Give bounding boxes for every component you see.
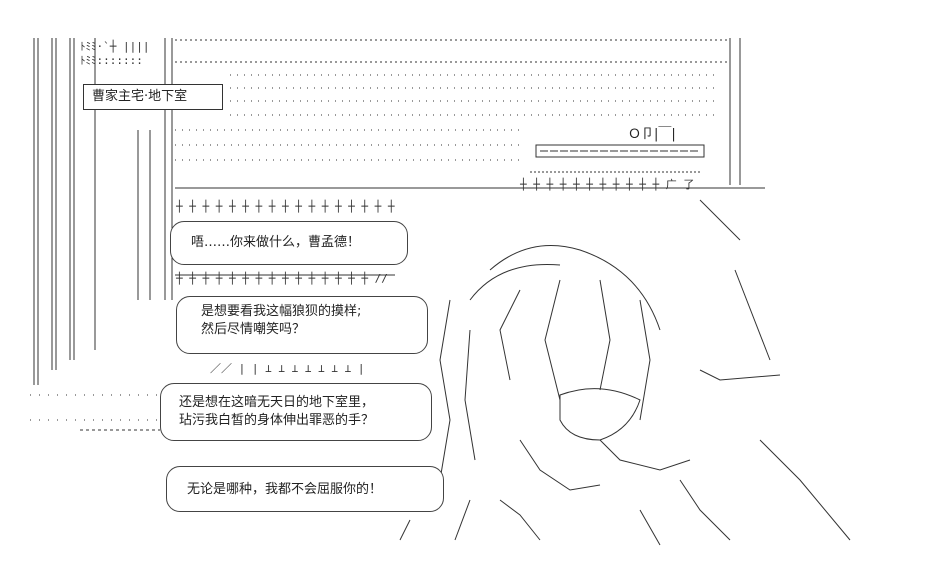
svg-text:／／ | | ⊥ ⊥ ⊥ ⊥ ⊥ ⊥ ⊥ |: ／／ | | ⊥ ⊥ ⊥ ⊥ ⊥ ⊥ ⊥ | — [210, 362, 364, 375]
svg-text:ﾄﾐﾐ:::::::: ﾄﾐﾐ::::::: — [80, 54, 143, 67]
bubble-3-line-2: 玷污我白皙的身体伸出罪恶的手？ — [179, 413, 375, 428]
bubble-4-line-1: 无论是哪种，我都不会屈服你的！ — [187, 482, 383, 497]
speech-bubble-1: 唔……你来做什么，曹孟德！ — [170, 221, 408, 265]
speech-bubble-3: 还是想在这暗无天日的地下室里， 玷污我白皙的身体伸出罪恶的手？ — [160, 383, 432, 441]
bubble-2-line-1: 是想要看我这幅狼狈的摸样; — [201, 304, 362, 319]
svg-text:┼ ┼ ┼ ┼ ┼ ┼ ┼ ┼ ┼ ┼ ┼ ┼ ┼ ┼ ┼: ┼ ┼ ┼ ┼ ┼ ┼ ┼ ┼ ┼ ┼ ┼ ┼ ┼ ┼ ┼ ┼ ┼ — [175, 199, 395, 213]
bubble-3-line-1: 还是想在这暗无天日的地下室里， — [179, 395, 375, 410]
svg-text:┼ ┼ ┼ ┼ ┼ ┼ ┼ ┼ ┼ ┼ ┼ 广 了: ┼ ┼ ┼ ┼ ┼ ┼ ┼ ┼ ┼ ┼ ┼ 广 了 — [519, 177, 694, 191]
speech-bubble-4: 无论是哪种，我都不会屈服你的！ — [166, 466, 444, 512]
panel-sign: Ｏ卩|￣| — [628, 127, 676, 142]
caption-text: 曹家主宅·地下室 — [92, 89, 188, 104]
svg-text:ﾄﾐﾐ·`┼ ||||: ﾄﾐﾐ·`┼ |||| — [80, 39, 149, 53]
svg-text:┼ ┼ ┼ ┼ ┼ ┼ ┼ ┼ ┼ ┼ ┼ ┼ ┼ ┼ ┼: ┼ ┼ ┼ ┼ ┼ ┼ ┼ ┼ ┼ ┼ ┼ ┼ ┼ ┼ ┼ // — [175, 271, 388, 285]
bubble-2-line-2: 然后尽情嘲笑吗？ — [201, 322, 306, 337]
location-caption: 曹家主宅·地下室 — [83, 84, 223, 110]
speech-bubble-2: 是想要看我这幅狼狈的摸样; 然后尽情嘲笑吗？ — [176, 296, 428, 354]
bubble-1-line-1: 唔……你来做什么，曹孟德！ — [191, 235, 361, 250]
